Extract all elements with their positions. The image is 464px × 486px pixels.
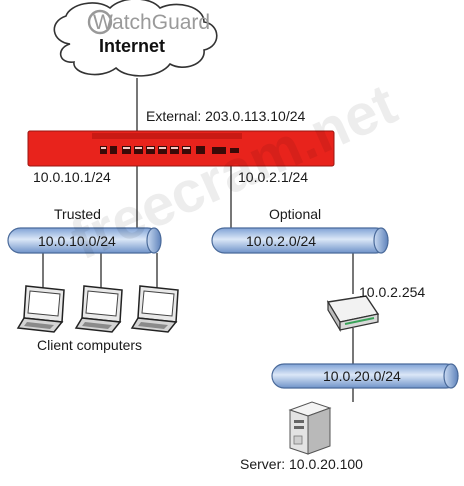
laptop-icon — [74, 285, 123, 333]
internet-cloud — [53, 0, 218, 77]
server-label: Server: 10.0.20.100 — [240, 456, 363, 472]
trusted-network-name: Trusted — [54, 206, 101, 222]
internet-label: Internet — [99, 36, 165, 56]
watchguard-logo: WatchGuard — [87, 9, 210, 35]
trusted-subnet-label: 10.0.10.0/24 — [38, 233, 116, 249]
trusted-network-pipe — [7, 227, 162, 254]
router-ip-label: 10.0.2.254 — [359, 284, 425, 300]
logo-text: WatchGuard — [93, 11, 210, 34]
connection-lines — [42, 78, 354, 402]
external-ip-label: External: 203.0.113.10/24 — [146, 108, 306, 124]
optional-network-pipe — [211, 227, 389, 254]
optional-subnet-label: 10.0.2.0/24 — [246, 233, 316, 249]
optional-interface-ip: 10.0.2.1/24 — [238, 169, 308, 185]
server-icon — [288, 401, 332, 455]
firewall-device — [27, 130, 335, 167]
laptop-icon — [16, 285, 65, 333]
laptop-icon — [130, 285, 179, 333]
client-computers-label: Client computers — [37, 337, 142, 353]
server-network-pipe — [271, 363, 459, 389]
router-icon — [326, 295, 380, 333]
trusted-interface-ip: 10.0.10.1/24 — [33, 169, 111, 185]
firewall-port-group — [100, 146, 239, 154]
logo-mark — [87, 9, 113, 35]
optional-network-name: Optional — [269, 206, 321, 222]
server-subnet-label: 10.0.20.0/24 — [323, 368, 401, 384]
